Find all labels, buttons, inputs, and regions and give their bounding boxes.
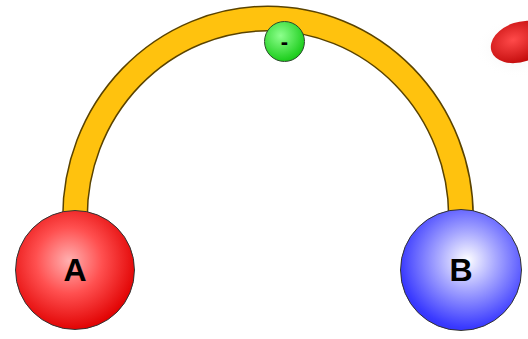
electron-circle: - xyxy=(264,21,305,62)
wire-body xyxy=(75,18,461,218)
node-label: - xyxy=(281,31,288,53)
sphere-b: B xyxy=(400,209,522,331)
wire-connector xyxy=(75,18,461,218)
red-blob xyxy=(485,14,528,71)
node-label: B xyxy=(449,254,472,286)
sphere-a: A xyxy=(15,210,135,330)
wire-outline xyxy=(75,18,461,218)
node-label: A xyxy=(63,254,86,286)
